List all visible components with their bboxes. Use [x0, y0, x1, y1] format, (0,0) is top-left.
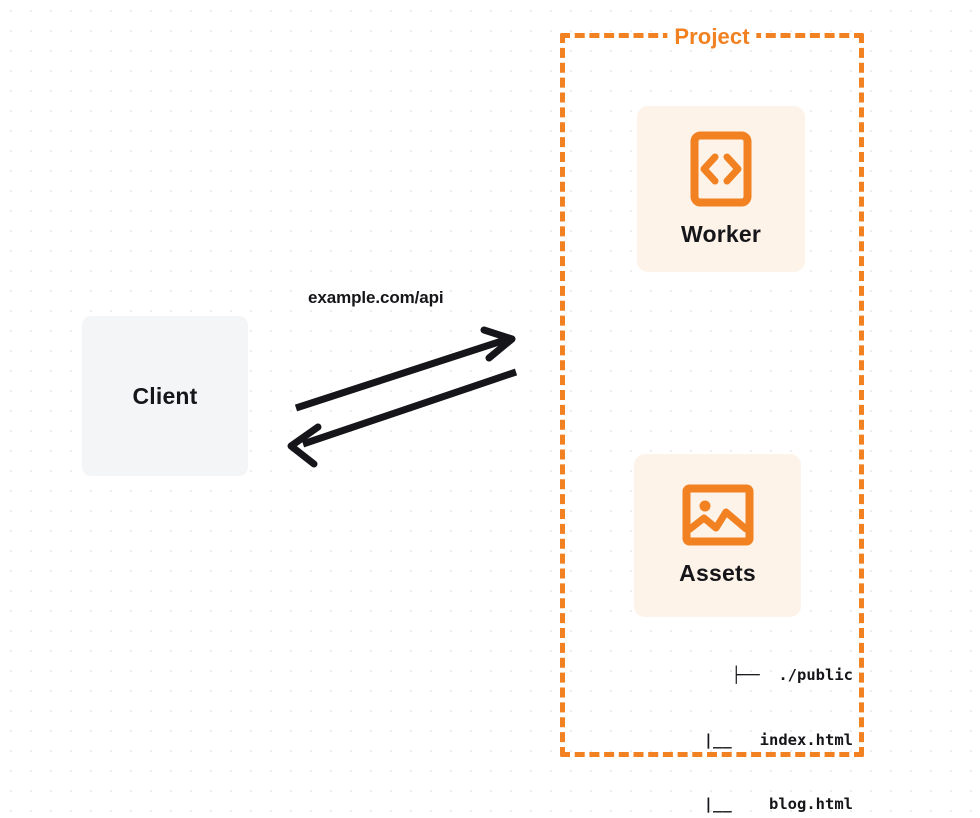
image-icon	[682, 484, 754, 546]
request-arrow-icon	[294, 326, 516, 412]
file-tree-row: |__ blog.html	[703, 795, 853, 813]
assets-label: Assets	[679, 560, 756, 586]
file-tree-row: ├── ./public	[731, 666, 853, 684]
client-node[interactable]: Client	[82, 316, 248, 476]
project-title: Project	[667, 24, 757, 50]
code-brackets-icon	[690, 131, 752, 207]
worker-node[interactable]: Worker	[637, 106, 805, 272]
assets-file-tree: ├── ./public |__ index.html |__ blog.htm…	[605, 622, 853, 818]
project-container: Project Worker Assets	[560, 24, 864, 813]
client-label: Client	[132, 382, 198, 409]
worker-label: Worker	[680, 220, 762, 247]
assets-node[interactable]: Assets	[634, 454, 801, 617]
file-tree-row: |__ index.html	[703, 730, 853, 749]
connection-label: example.com/api	[308, 288, 444, 307]
response-arrow-icon	[287, 368, 518, 468]
